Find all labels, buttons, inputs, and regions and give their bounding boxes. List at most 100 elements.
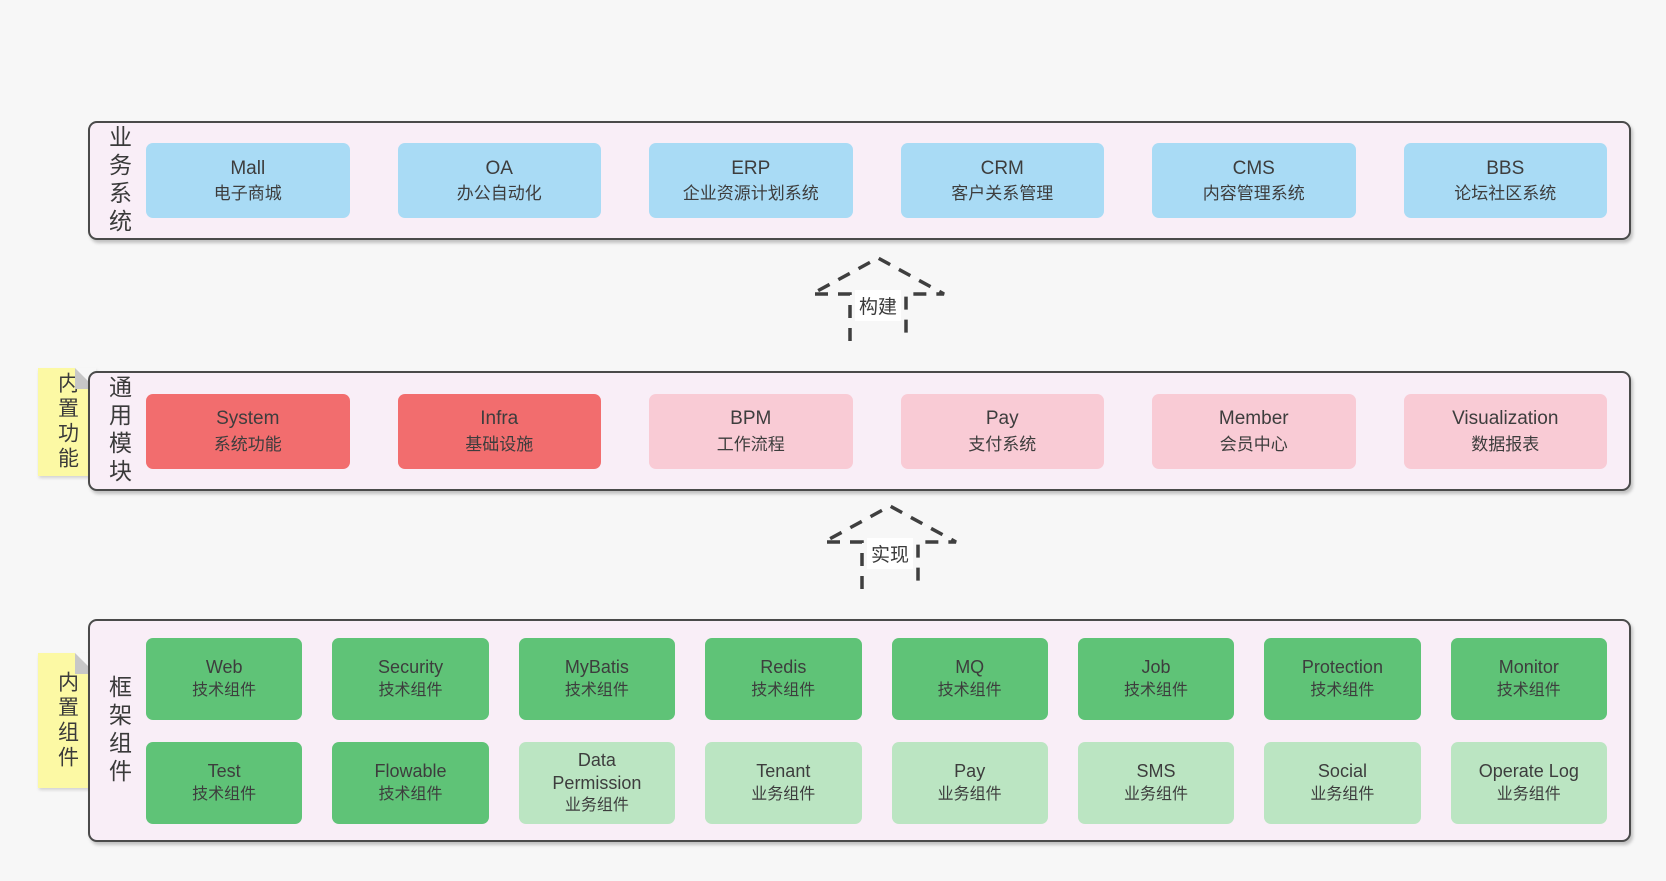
- framework-grid: Web 技术组件 Security 技术组件 MyBatis 技术组件 Redi…: [146, 621, 1629, 840]
- framework-row-2: Test 技术组件 Flowable 技术组件 Data Permission …: [146, 741, 1607, 824]
- box-member: Member 会员中心: [1152, 393, 1356, 469]
- panel-framework-label: 框架组件: [105, 674, 132, 787]
- box-redis: Redis 技术组件: [705, 637, 862, 720]
- box-title: Member: [1218, 408, 1289, 429]
- box-subtitle: 业务组件: [937, 785, 1002, 803]
- arrow-build-up: 构建: [808, 254, 948, 342]
- box-title: ERP: [731, 157, 771, 179]
- box-sms: SMS 业务组件: [1077, 741, 1235, 824]
- box-title: Tenant: [756, 761, 811, 782]
- box-mybatis: MyBatis 技术组件: [518, 637, 676, 720]
- arrow-implement-up: 实现: [820, 502, 960, 590]
- panel-common-modules: 通用模块 System 系统功能 Infra 基础设施 BPM 工作流程 Pay…: [88, 371, 1631, 491]
- panel-framework-components: 框架组件 Web 技术组件 Security 技术组件 MyBatis 技术组件…: [88, 619, 1631, 842]
- box-flowable: Flowable 技术组件: [332, 741, 489, 824]
- box-subtitle: 企业资源计划系统: [682, 184, 819, 204]
- panel-modules-label-wrap: 通用模块: [90, 373, 146, 489]
- panel-business-label: 业务系统: [105, 124, 132, 237]
- box-subtitle: 系统功能: [213, 434, 282, 454]
- box-social: Social 业务组件: [1264, 741, 1421, 824]
- box-title: Visualization: [1452, 408, 1559, 429]
- box-subtitle: 技术组件: [192, 785, 257, 803]
- box-system: System 系统功能: [146, 393, 350, 469]
- arrow-implement-label: 实现: [866, 538, 914, 569]
- box-cms: CMS 内容管理系统: [1152, 143, 1356, 218]
- box-data-permission: Data Permission 业务组件: [518, 741, 676, 824]
- box-subtitle: 技术组件: [192, 681, 257, 699]
- box-title: Test: [207, 761, 241, 782]
- box-title: Job: [1141, 657, 1171, 678]
- sticky-note-label: 内置功能: [55, 372, 79, 472]
- box-title: SMS: [1136, 761, 1176, 782]
- box-crm: CRM 客户关系管理: [900, 143, 1104, 218]
- box-title: OA: [485, 157, 513, 179]
- panel-framework-label-wrap: 框架组件: [90, 621, 146, 840]
- box-subtitle: 技术组件: [751, 681, 816, 699]
- box-visualization: Visualization 数据报表: [1403, 393, 1607, 469]
- box-title: Pay: [954, 761, 986, 782]
- box-title: Social: [1317, 761, 1367, 782]
- box-subtitle: 技术组件: [564, 681, 629, 699]
- box-security: Security 技术组件: [332, 637, 489, 720]
- box-subtitle: 会员中心: [1219, 434, 1288, 454]
- box-subtitle: 技术组件: [378, 785, 443, 803]
- sticky-note-label: 内置组件: [55, 670, 79, 771]
- box-subtitle: 业务组件: [1496, 785, 1561, 803]
- box-title: Protection: [1301, 657, 1383, 678]
- box-erp: ERP 企业资源计划系统: [649, 143, 853, 218]
- box-title: Pay: [985, 408, 1019, 429]
- box-title: Web: [205, 657, 243, 678]
- panel-business-label-wrap: 业务系统: [90, 123, 146, 238]
- box-pay-module: Pay 支付系统: [900, 393, 1104, 469]
- box-subtitle: 技术组件: [1124, 681, 1189, 699]
- box-subtitle: 内容管理系统: [1202, 184, 1305, 204]
- box-infra: Infra 基础设施: [397, 393, 601, 469]
- box-subtitle: 办公自动化: [456, 184, 542, 204]
- box-bbs: BBS 论坛社区系统: [1403, 143, 1607, 218]
- box-title: Mall: [230, 157, 266, 179]
- panel-modules-label: 通用模块: [105, 375, 132, 487]
- box-subtitle: 数据报表: [1471, 434, 1540, 454]
- box-title: Infra: [480, 408, 519, 429]
- box-title: Data Permission: [552, 750, 642, 793]
- framework-row-1: Web 技术组件 Security 技术组件 MyBatis 技术组件 Redi…: [146, 637, 1607, 720]
- box-subtitle: 业务组件: [1310, 785, 1375, 803]
- box-monitor: Monitor 技术组件: [1450, 637, 1607, 720]
- box-tenant: Tenant 业务组件: [705, 741, 862, 824]
- box-subtitle: 工作流程: [716, 434, 785, 454]
- box-subtitle: 技术组件: [937, 681, 1002, 699]
- box-title: Security: [378, 657, 444, 678]
- business-boxes-row: Mall 电子商城 OA 办公自动化 ERP 企业资源计划系统 CRM 客户关系…: [146, 123, 1629, 238]
- box-bpm: BPM 工作流程: [649, 393, 853, 469]
- box-subtitle: 业务组件: [1124, 785, 1189, 803]
- panel-business-systems: 业务系统 Mall 电子商城 OA 办公自动化 ERP 企业资源计划系统 CRM…: [88, 121, 1631, 240]
- box-title: MyBatis: [564, 657, 629, 678]
- modules-boxes-row: System 系统功能 Infra 基础设施 BPM 工作流程 Pay 支付系统…: [146, 373, 1629, 489]
- box-mq: MQ 技术组件: [891, 637, 1048, 720]
- box-subtitle: 客户关系管理: [951, 184, 1054, 204]
- box-title: System: [216, 408, 280, 429]
- box-subtitle: 基础设施: [465, 434, 534, 454]
- arrow-build-label: 构建: [854, 290, 902, 321]
- box-oa: OA 办公自动化: [397, 143, 601, 218]
- box-subtitle: 技术组件: [1310, 681, 1375, 699]
- box-title: BBS: [1486, 157, 1525, 179]
- box-subtitle: 论坛社区系统: [1454, 184, 1557, 204]
- box-title: BPM: [730, 408, 772, 429]
- box-web: Web 技术组件: [146, 637, 303, 720]
- box-title: MQ: [955, 657, 985, 678]
- box-subtitle: 电子商城: [213, 184, 282, 204]
- box-subtitle: 技术组件: [378, 681, 443, 699]
- box-operate-log: Operate Log 业务组件: [1450, 741, 1607, 824]
- box-subtitle: 支付系统: [968, 434, 1037, 454]
- box-subtitle: 业务组件: [751, 785, 816, 803]
- box-job: Job 技术组件: [1077, 637, 1235, 720]
- box-mall: Mall 电子商城: [146, 143, 350, 218]
- box-protection: Protection 技术组件: [1264, 637, 1421, 720]
- box-title: Redis: [760, 657, 807, 678]
- box-title: CMS: [1232, 157, 1275, 179]
- box-subtitle: 技术组件: [1496, 681, 1561, 699]
- box-title: Flowable: [374, 761, 447, 782]
- box-title: Operate Log: [1478, 761, 1579, 782]
- box-title: Monitor: [1498, 657, 1559, 678]
